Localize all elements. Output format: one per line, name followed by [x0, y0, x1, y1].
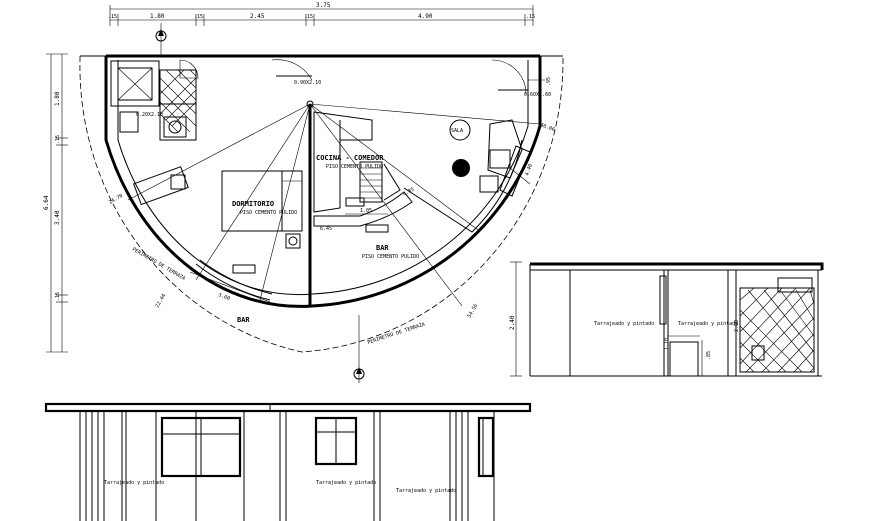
door-top-center-label: 0.90X2.10 [294, 80, 321, 86]
bar-bottom-counter [195, 263, 271, 301]
dim-left-2: .15 [55, 135, 61, 144]
section-sub-height-3: 2.00 [734, 320, 740, 332]
elevation-view: Tarrajeado y pintado Tarrajeado y pintad… [44, 402, 532, 521]
north-marker-top [155, 23, 167, 56]
dim-left-3: 3.40 [54, 210, 61, 225]
bedroom-label: DORMITORIO [232, 200, 274, 208]
wall-left-arc [104, 56, 313, 308]
dim-top-3: .15 [194, 14, 203, 20]
elevation-finish-2: Tarrajeado y pintado [316, 480, 376, 486]
arc-dim-4: 6.45 [320, 226, 332, 232]
dim-top-6: 4.90 [418, 13, 433, 20]
door-top-right-dim: .95 [546, 77, 552, 86]
section-sub-height-2: .85 [706, 351, 712, 360]
wall-left-inner [117, 60, 313, 296]
section-view: 2.40 1.10 .85 2.00 Tarrajeado y pintado … [509, 261, 824, 377]
dim-total-width: 3.75 [316, 2, 331, 9]
bedroom-floor-label: PISO CEMENTO PULIDO [240, 210, 297, 216]
arc-dim-1: 3.60 [217, 292, 230, 302]
dim-top-7: .15 [526, 14, 535, 20]
angle-dim-1: 24.70 [108, 193, 124, 206]
kitchen-dim: 1.05 [360, 208, 372, 214]
bar-center-floor-label: PISO CEMENTO PULIDO [362, 254, 419, 260]
angle-dim-2: 22.44 [155, 293, 168, 309]
kitchen-label: COCINA - COMEDOR [316, 154, 384, 162]
perimeter-note-2: PERIMETRO DE TERRAZA [367, 322, 426, 346]
section-finish-1: Tarrajeado y pintado [594, 321, 654, 327]
section-sub-height-1: 1.10 [664, 338, 670, 350]
elevation-finish-1: Tarrajeado y pintado [104, 480, 164, 486]
section-finish-2: Tarrajeado y pintado [678, 321, 738, 327]
living-room: SALA [403, 119, 531, 233]
door-top-right: 0.60X1.60 .95 [491, 59, 552, 98]
door-top-center: 0.90X2.10 [271, 59, 321, 86]
bar-bottom-counter-inner [199, 259, 273, 295]
terrace-perimeter [79, 56, 564, 353]
arc-dim-2: 4.40 [524, 163, 534, 176]
radial-lines [127, 100, 541, 307]
bar-center: BAR PISO CEMENTO PULIDO [313, 191, 419, 260]
perimeter-note-1: PERIMETRO DE TERRAZA [131, 247, 186, 282]
wall-right-inner [311, 60, 529, 295]
arc-dim-3: 4.85 [402, 187, 415, 198]
bedroom: DORMITORIO PISO CEMENTO PULIDO [133, 166, 303, 274]
dim-left-1: 1.80 [54, 91, 61, 106]
floor-plan: 3.75 .15 1.80 .15 2.45 .15 4.90 .15 6.64… [43, 2, 564, 383]
left-dimension-line: 6.64 1.80 .15 3.40 .15 [43, 53, 68, 353]
top-dimension-line: 3.75 .15 1.80 .15 2.45 .15 4.90 .15 [108, 2, 535, 26]
bar-center-label: BAR [376, 244, 389, 252]
dim-top-4: 2.45 [250, 13, 265, 20]
angle-dim-4: 46.06 [539, 122, 555, 133]
elevation-finish-3: Tarrajeado y pintado [396, 488, 456, 494]
angle-dim-3: 54.56 [467, 303, 480, 319]
living-label: SALA [451, 128, 463, 134]
dim-left-4: .15 [55, 292, 61, 301]
wall-right-arc [311, 56, 542, 308]
bar-bottom-label: BAR [237, 316, 250, 324]
dim-top-5: .15 [304, 14, 313, 20]
dim-top-2: 1.80 [150, 13, 165, 20]
north-marker-bottom [353, 315, 365, 383]
bathroom: 0.20X2.10 [110, 59, 199, 141]
elevation-window-3 [477, 416, 495, 478]
kitchen-floor-label: PISO CEMENTO PULIDO [326, 164, 383, 170]
dim-total-height: 6.64 [43, 195, 50, 210]
dim-top-1: .15 [108, 14, 117, 20]
bath-door-label: 0.20X2.10 [136, 112, 163, 118]
door-top-right-label: 0.60X1.60 [524, 92, 551, 98]
section-height: 2.40 [509, 315, 516, 330]
kitchen: COCINA - COMEDOR PISO CEMENTO PULIDO 1.0… [313, 111, 401, 233]
